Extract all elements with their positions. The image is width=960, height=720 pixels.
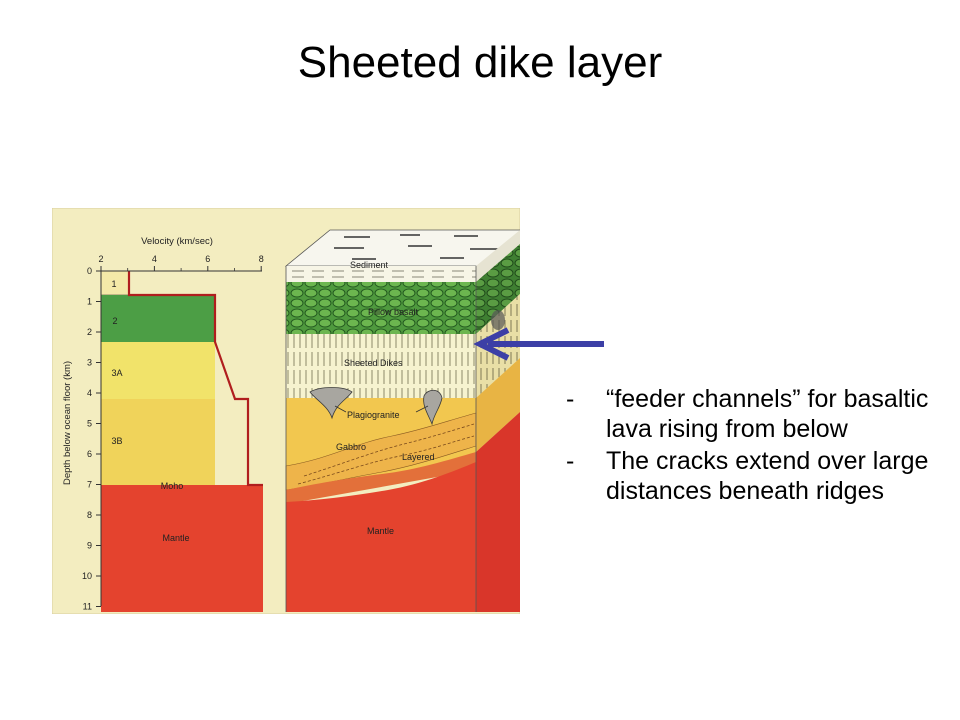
plagiogranite-pod-left <box>309 387 353 420</box>
layered-label: Layered <box>402 452 435 462</box>
depth-tick-label: 4 <box>87 388 92 398</box>
layer-1-label: 1 <box>111 279 116 289</box>
depth-tick-label: 10 <box>82 571 92 581</box>
depth-tick-label: 8 <box>87 510 92 520</box>
plagiogranite-pod-right <box>423 389 443 426</box>
moho-label: Moho <box>161 481 184 491</box>
bullet-item: - “feeder channels” for basaltic lava ri… <box>566 384 936 444</box>
bullet-text: The cracks extend over large distances b… <box>606 447 929 505</box>
depth-tick-label: 3 <box>87 358 92 368</box>
pillow-basalt-layer <box>286 282 476 334</box>
depth-tick-label: 1 <box>87 297 92 307</box>
depth-tick-label: 7 <box>87 480 92 490</box>
layer-1 <box>100 270 130 296</box>
side-pillow <box>476 244 520 334</box>
column-mantle-label: Mantle <box>162 533 189 543</box>
bullet-text: “feeder channels” for basaltic lava risi… <box>606 385 929 443</box>
crust-block: Sediment Pillow basalt Sheeted Dikes Pla… <box>284 229 520 612</box>
depth-tick-label: 2 <box>87 327 92 337</box>
slide-title: Sheeted dike layer <box>297 38 663 87</box>
depth-tick-label: 9 <box>87 541 92 551</box>
layer-3b-label: 3B <box>111 436 122 446</box>
velocity-tick-label: 4 <box>152 254 157 264</box>
bullet-dash: - <box>566 447 575 475</box>
ocean-crust-diagram: 2 4 6 8 0 1 2 3 4 5 6 7 8 9 10 11 Velocity (km/sec) De… <box>52 208 520 614</box>
sheeted-dikes-layer <box>286 334 476 398</box>
velocity-tick-label: 2 <box>98 254 103 264</box>
mantle-layer <box>101 485 263 612</box>
dike-pod <box>491 310 505 330</box>
depth-tick-label: 6 <box>87 449 92 459</box>
sheeted-dikes-label: Sheeted Dikes <box>344 358 403 368</box>
ocean-crust-figure: 2 4 6 8 0 1 2 3 4 5 6 7 8 9 10 11 Velocity (km/sec) De… <box>52 208 520 614</box>
velocity-tick-label: 8 <box>259 254 264 264</box>
layer-3a <box>101 342 215 399</box>
depth-tick-label: 11 <box>83 602 92 612</box>
side-gabbro <box>476 358 520 452</box>
velocity-axis-label: Velocity (km/sec) <box>141 236 213 247</box>
bullet-dash: - <box>566 385 575 413</box>
side-mantle <box>476 412 520 612</box>
layer-3a-label: 3A <box>111 368 122 378</box>
plagiogranite-label: Plagiogranite <box>347 410 400 420</box>
depth-tick-label: 0 <box>87 266 92 276</box>
gabbro-label: Gabbro <box>336 442 366 452</box>
layer-3b <box>101 399 215 485</box>
layer-2 <box>101 295 215 342</box>
velocity-column: 2 4 6 8 0 1 2 3 4 5 6 7 8 9 10 11 Velocity (km/sec) De… <box>62 236 264 612</box>
sediment-label: Sediment <box>350 260 389 270</box>
bullet-list: - “feeder channels” for basaltic lava ri… <box>566 384 936 508</box>
sediment-layer <box>286 266 476 282</box>
depth-axis-label: Depth below ocean floor (km) <box>62 361 73 485</box>
layer-2-label: 2 <box>112 316 117 326</box>
block-mantle-label: Mantle <box>367 526 394 536</box>
pillow-basalt-label: Pillow basalt <box>368 307 419 317</box>
velocity-profile <box>127 271 263 487</box>
blue-arrow <box>473 327 604 361</box>
moho-transition <box>286 452 476 504</box>
bullet-item: - The cracks extend over large distances… <box>566 446 936 506</box>
depth-tick-label: 5 <box>87 419 92 429</box>
block-mantle-layer <box>286 462 476 612</box>
velocity-tick-label: 6 <box>205 254 210 264</box>
side-sediment <box>476 230 520 282</box>
